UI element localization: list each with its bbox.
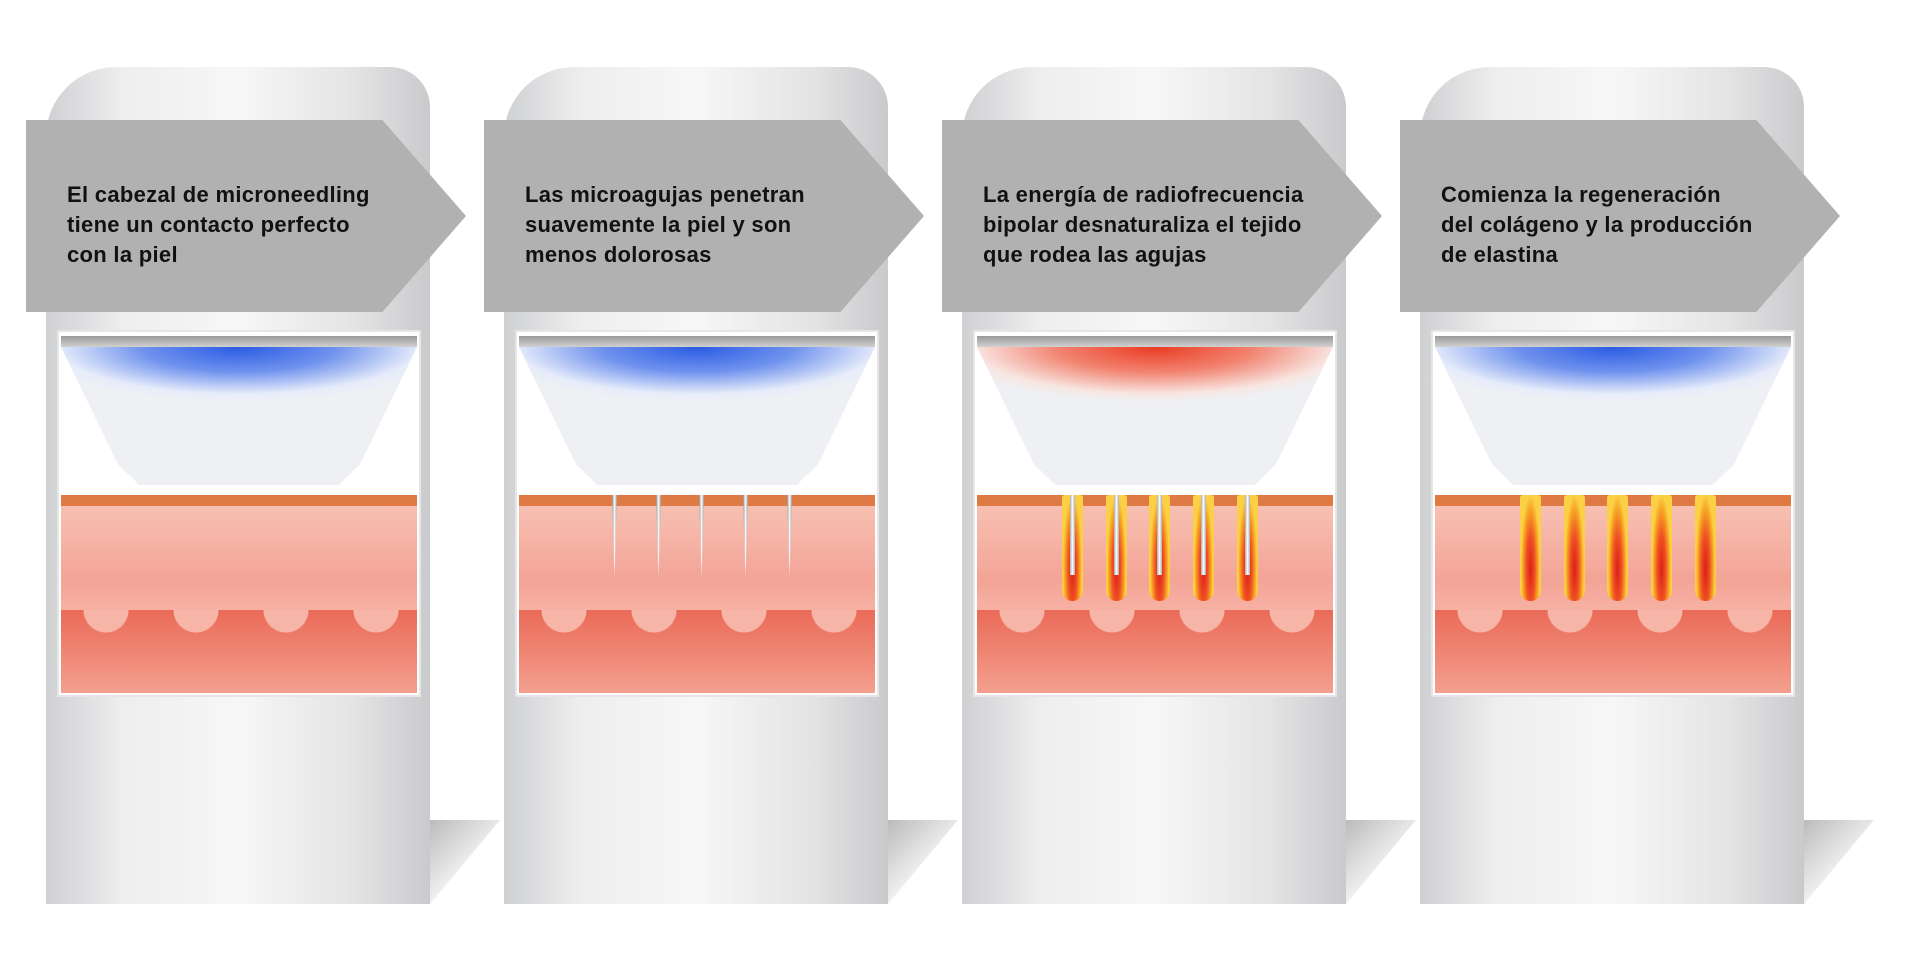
heated-microneedle (1062, 495, 1083, 601)
step-penetration: Las microagujas penetran suavemente la pi… (484, 0, 958, 973)
caption-line: La energía de radiofrecuencia (983, 182, 1304, 207)
thermal-zone (1564, 495, 1585, 601)
thermal-zone (1520, 495, 1541, 601)
epidermis-layer (519, 495, 875, 506)
caption-line: tiene un contacto perfecto (67, 212, 350, 237)
applicator-plate (977, 336, 1333, 347)
step-arrow: Comienza la regeneración del colágeno y l… (1400, 120, 1840, 312)
step-arrow: La energía de radiofrecuencia bipolar des… (942, 120, 1382, 312)
thermal-zone (1607, 495, 1628, 601)
skin-illustration (57, 330, 421, 697)
thermal-zone (1695, 495, 1716, 601)
step-caption: La energía de radiofrecuencia bipolar des… (983, 180, 1303, 270)
step-caption: Comienza la regeneración del colágeno y l… (1441, 180, 1753, 270)
microneedle (699, 495, 704, 577)
subcutaneous-layer (1435, 610, 1791, 693)
caption-line: con la piel (67, 242, 178, 267)
applicator-plate (519, 336, 875, 347)
skin-illustration (973, 330, 1337, 697)
caption-line: Las microagujas penetran (525, 182, 805, 207)
caption-line: bipolar desnaturaliza el tejido (983, 212, 1302, 237)
microneedle (787, 495, 792, 577)
step-radiofrequency: La energía de radiofrecuencia bipolar des… (942, 0, 1416, 973)
skin-illustration (515, 330, 879, 697)
caption-line: suavemente la piel y son (525, 212, 792, 237)
skin-illustration (1431, 330, 1795, 697)
caption-line: El cabezal de microneedling (67, 182, 370, 207)
step-arrow: El cabezal de microneedling tiene un cont… (26, 120, 466, 312)
applicator-head (61, 347, 417, 485)
pillar-shadow (1346, 820, 1416, 904)
applicator-plate (61, 336, 417, 347)
applicator-head (977, 347, 1333, 485)
pillar-shadow (430, 820, 500, 904)
applicator-head (1435, 347, 1791, 485)
heated-microneedle (1237, 495, 1258, 601)
caption-line: Comienza la regeneración (1441, 182, 1721, 207)
subcutaneous-layer (519, 610, 875, 693)
step-arrow: Las microagujas penetran suavemente la pi… (484, 120, 924, 312)
subcutaneous-layer (977, 610, 1333, 693)
applicator-plate (1435, 336, 1791, 347)
heated-microneedle (1149, 495, 1170, 601)
epidermis-layer (61, 495, 417, 506)
thermal-zone (1651, 495, 1672, 601)
microneedle (612, 495, 617, 577)
step-caption: Las microagujas penetran suavemente la pi… (525, 180, 805, 270)
caption-line: que rodea las agujas (983, 242, 1207, 267)
step-regeneration: Comienza la regeneración del colágeno y l… (1400, 0, 1874, 973)
step-contact: El cabezal de microneedling tiene un cont… (26, 0, 500, 973)
heated-microneedle (1106, 495, 1127, 601)
caption-line: menos dolorosas (525, 242, 712, 267)
microneedle (656, 495, 661, 577)
step-caption: El cabezal de microneedling tiene un cont… (67, 180, 370, 270)
pillar-shadow (1804, 820, 1874, 904)
microneedle (743, 495, 748, 577)
heated-microneedle (1193, 495, 1214, 601)
pillar-shadow (888, 820, 958, 904)
caption-line: del colágeno y la producción (1441, 212, 1753, 237)
applicator-head (519, 347, 875, 485)
subcutaneous-layer (61, 610, 417, 693)
caption-line: de elastina (1441, 242, 1559, 267)
